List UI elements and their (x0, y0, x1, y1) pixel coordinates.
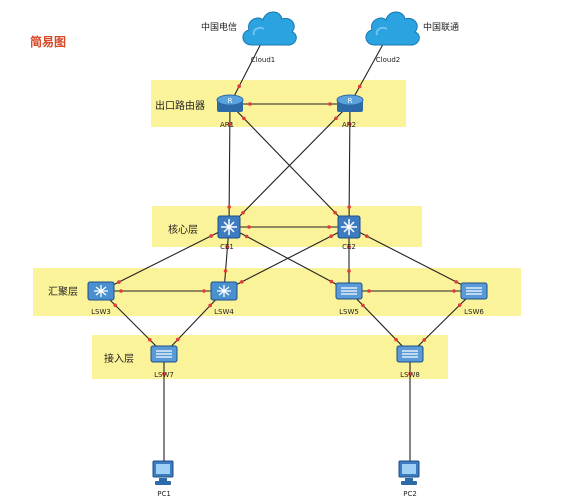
port-dot (209, 234, 213, 238)
port-dot (365, 234, 369, 238)
link-ce2-lsw4 (223, 226, 350, 292)
core-layer-label: 核心层 (168, 225, 198, 236)
port-dot (394, 337, 398, 342)
port-dot (162, 372, 166, 376)
unicom-isp-label: 中国联通 (423, 23, 460, 33)
port-dot (347, 269, 351, 273)
l3-switch-icon[interactable] (209, 278, 239, 308)
port-dot (367, 289, 371, 293)
svg-text:R: R (348, 97, 353, 105)
l3-switch-icon[interactable] (86, 278, 116, 308)
pc-icon[interactable] (396, 458, 424, 492)
device-label-lsw8: LSW8 (400, 371, 420, 379)
port-dot (225, 245, 230, 249)
port-dot (357, 84, 362, 89)
port-dot (452, 289, 456, 293)
port-dot (422, 338, 427, 342)
port-dot (361, 303, 365, 308)
port-dot (237, 84, 241, 89)
page-title: 简易图 (30, 35, 67, 49)
device-label-ce2: CE2 (342, 243, 356, 251)
port-dot (240, 280, 244, 284)
port-dot (119, 289, 123, 293)
device-label-lsw6: LSW6 (464, 308, 484, 316)
port-dot (242, 116, 246, 121)
port-dot (328, 102, 332, 106)
svg-text:R: R (228, 97, 233, 105)
port-dot (329, 234, 333, 238)
port-dot (347, 205, 351, 209)
device-label-ar1: AR1 (219, 121, 235, 129)
router-icon[interactable]: R (215, 92, 245, 120)
link-ce2-lsw6 (348, 226, 475, 292)
link-lsw4-lsw7 (163, 290, 225, 355)
port-dot (208, 303, 213, 308)
pc-icon[interactable] (150, 458, 178, 492)
device-label-lsw7: LSW7 (154, 371, 174, 379)
l2-switch-icon[interactable] (395, 343, 425, 369)
egress-layer-label: 出口路由器 (155, 101, 205, 112)
router-icon[interactable]: R (335, 92, 365, 120)
port-dot (457, 303, 462, 307)
port-dot (347, 245, 351, 249)
port-dot (117, 280, 121, 284)
link-ar2-ce1 (228, 103, 351, 228)
aggregation-layer-label: 汇聚层 (48, 287, 78, 298)
cloud-icon[interactable] (361, 5, 423, 55)
telecom-isp-label: 中国电信 (201, 23, 238, 33)
port-dot (248, 102, 252, 106)
port-dot (408, 372, 412, 376)
device-label-cloud1: Cloud1 (250, 56, 276, 64)
port-dot (327, 225, 331, 229)
device-label-ce1: CE1 (220, 243, 234, 251)
port-dot (334, 116, 338, 121)
port-dot (202, 289, 206, 293)
core-switch-icon[interactable] (335, 213, 363, 245)
port-dot (227, 205, 231, 209)
l2-switch-icon[interactable] (334, 280, 364, 306)
port-dot (244, 234, 249, 239)
port-dot (148, 338, 152, 342)
cloud-icon[interactable] (238, 5, 300, 55)
device-label-ar2: AR2 (341, 121, 357, 129)
core-switch-icon[interactable] (215, 213, 243, 245)
device-label-lsw5: LSW5 (339, 308, 359, 316)
device-label-pc2: PC2 (403, 490, 417, 498)
port-dot (333, 210, 337, 215)
link-ce1-lsw3 (100, 226, 230, 292)
link-lsw5-lsw8 (348, 290, 411, 355)
port-dot (228, 122, 232, 126)
port-dot (247, 225, 251, 229)
device-label-pc1: PC1 (157, 490, 171, 498)
access-layer-label: 接入层 (104, 354, 134, 365)
port-dot (175, 337, 180, 342)
link-lsw3-lsw7 (100, 290, 165, 355)
port-dot (113, 303, 117, 307)
device-label-lsw3: LSW3 (91, 308, 111, 316)
l2-switch-icon[interactable] (149, 343, 179, 369)
link-lsw6-lsw8 (409, 290, 475, 355)
port-dot (329, 279, 334, 284)
port-dot (348, 122, 352, 126)
port-dot (223, 269, 228, 273)
l2-switch-icon[interactable] (459, 280, 489, 306)
device-label-lsw4: LSW4 (214, 308, 234, 316)
device-label-cloud2: Cloud2 (375, 56, 401, 64)
port-dot (454, 280, 458, 284)
link-ce1-lsw5 (228, 226, 350, 292)
port-dot (241, 210, 245, 215)
